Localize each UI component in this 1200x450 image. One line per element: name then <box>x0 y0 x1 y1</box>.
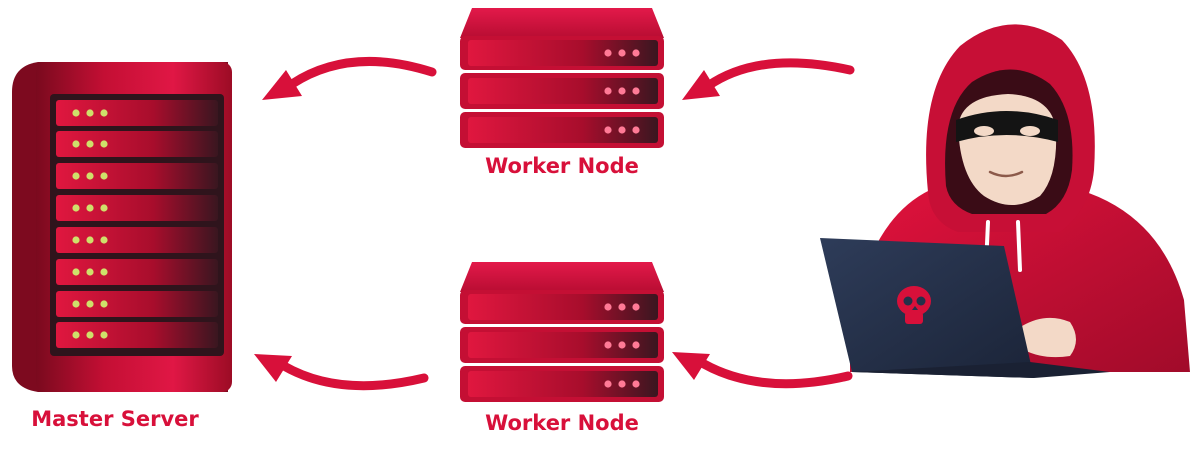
arrow-attacker-to-worker-top <box>682 58 855 100</box>
hooded-hacker-icon <box>820 24 1190 378</box>
arrow-worker-bottom-to-master <box>254 354 429 391</box>
master-server-icon <box>12 62 232 392</box>
worker-node-top-label: Worker Node <box>485 154 639 178</box>
arrow-worker-top-to-master <box>262 56 437 100</box>
rack-slots <box>56 100 218 348</box>
worker-node-top-icon <box>460 8 664 148</box>
worker-node-bottom-label: Worker Node <box>485 411 639 435</box>
skull-icon <box>897 286 931 324</box>
arrow-attacker-to-worker-bottom <box>672 352 853 389</box>
master-server-label: Master Server <box>31 407 199 431</box>
worker-node-bottom-icon <box>460 262 664 402</box>
